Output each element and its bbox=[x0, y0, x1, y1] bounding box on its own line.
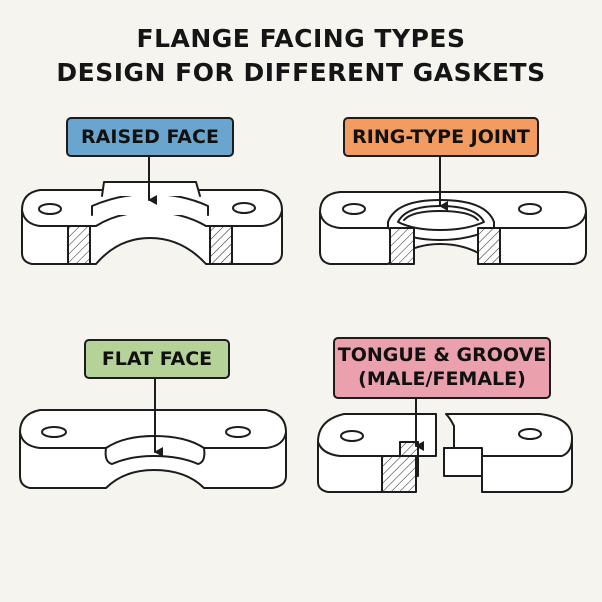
tongue-and-groove-label-line2: (MALE/FEMALE) bbox=[358, 368, 526, 390]
ring-type-joint-label: RING-TYPE JOINT bbox=[343, 117, 539, 157]
flat-face-flange bbox=[19, 378, 287, 489]
ring-type-joint-flange bbox=[319, 156, 587, 265]
raised-face-flange bbox=[21, 156, 283, 265]
flat-face-label: FLAT FACE bbox=[84, 339, 230, 379]
tongue-and-groove-label: TONGUE & GROOVE (MALE/FEMALE) bbox=[333, 337, 551, 399]
raised-face-label: RAISED FACE bbox=[66, 117, 234, 157]
diagram-subtitle: DESIGN FOR DIFFERENT GASKETS bbox=[56, 58, 546, 87]
tongue-and-groove-flange bbox=[317, 398, 573, 493]
diagram-title: FLANGE FACING TYPES bbox=[136, 24, 466, 53]
tongue-and-groove-label-line1: TONGUE & GROOVE bbox=[337, 344, 547, 366]
